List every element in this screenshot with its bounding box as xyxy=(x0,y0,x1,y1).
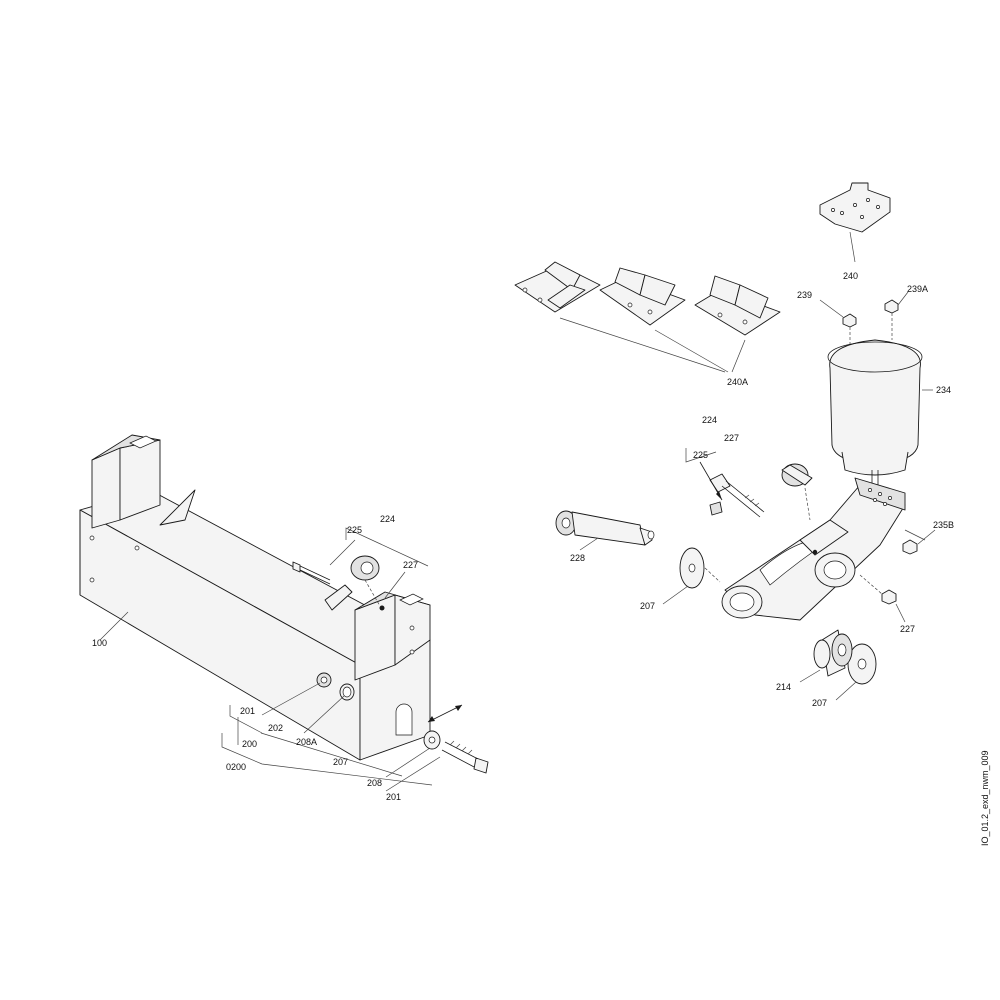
nuts-right xyxy=(859,529,936,623)
callout-225-left: 225 xyxy=(347,525,362,535)
bracket-set-240A xyxy=(514,261,781,373)
washers-207-right xyxy=(662,547,877,701)
callout-214: 214 xyxy=(776,682,791,692)
callout-224-right: 224 xyxy=(702,415,717,425)
bushing-214 xyxy=(799,629,853,683)
callout-0200: 0200 xyxy=(226,762,246,772)
callout-225-right: 225 xyxy=(693,450,708,460)
top-plate-240 xyxy=(819,182,891,263)
callout-227-right-top: 227 xyxy=(724,433,739,443)
callout-208: 208 xyxy=(367,778,382,788)
callout-100: 100 xyxy=(92,638,107,648)
callout-240A: 240A xyxy=(727,377,748,387)
callout-227-right: 227 xyxy=(900,624,915,634)
callout-239A: 239A xyxy=(907,284,928,294)
callout-235B: 235B xyxy=(933,520,954,530)
leaders-left xyxy=(99,527,441,792)
callout-207-right-b: 207 xyxy=(812,698,827,708)
frame-beam-100 xyxy=(79,434,431,761)
callout-202: 202 xyxy=(268,723,283,733)
bushing-assembly-left xyxy=(324,555,385,611)
drawing-id: IO_01.2_exd_nwm_009 xyxy=(980,750,990,846)
callout-207-left: 207 xyxy=(333,757,348,767)
air-spring-234 xyxy=(827,339,933,490)
callout-201-lower: 201 xyxy=(386,792,401,802)
callout-207-right-a: 207 xyxy=(640,601,655,611)
bolt-bushing-right xyxy=(685,448,813,518)
callout-224-left: 224 xyxy=(380,514,395,524)
callout-240: 240 xyxy=(843,271,858,281)
callout-227-left: 227 xyxy=(403,560,418,570)
callout-234: 234 xyxy=(936,385,951,395)
callout-239: 239 xyxy=(797,290,812,300)
callout-228: 228 xyxy=(570,553,585,563)
callout-208A: 208A xyxy=(296,737,317,747)
callout-200: 200 xyxy=(242,739,257,749)
nuts-239 xyxy=(819,291,909,345)
trailing-arm xyxy=(721,477,926,621)
bolt-201 xyxy=(423,704,489,774)
bolt-225-left xyxy=(292,561,331,585)
shock-absorber-228 xyxy=(555,510,655,551)
callout-labels: 100 201 202 200 0200 208A 207 208 201 22… xyxy=(92,271,954,802)
nut-washer-left xyxy=(316,672,355,701)
callout-201-upper: 201 xyxy=(240,706,255,716)
